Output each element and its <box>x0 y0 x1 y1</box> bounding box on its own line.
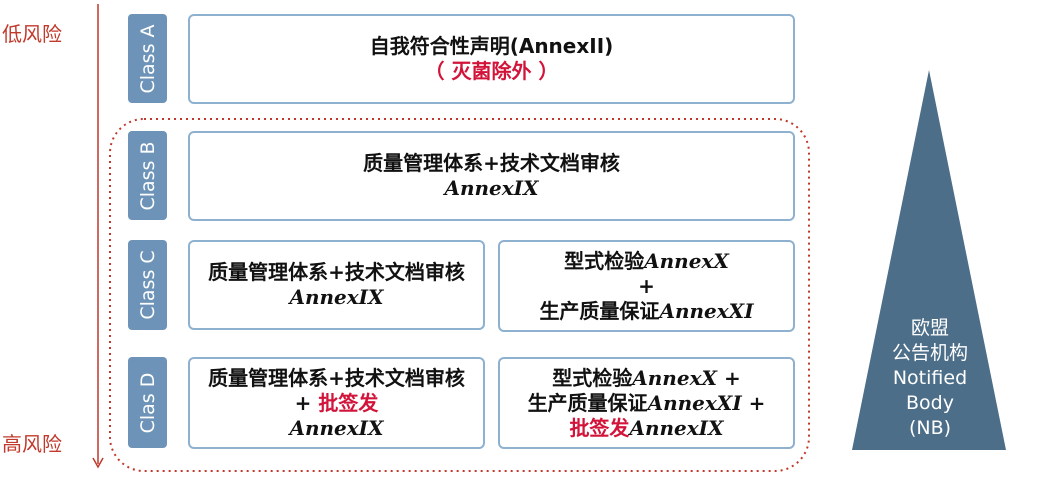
class-b-tab: Class B <box>128 131 167 220</box>
class-c-left-annex: AnnexIX <box>289 285 384 309</box>
nb-line-4: Body <box>906 392 954 414</box>
class-c-right-box: 型式检验AnnexX + 生产质量保证AnnexXI <box>498 240 795 332</box>
notified-body-label: 欧盟 公告机构 Notified Body (NB) <box>860 316 1000 441</box>
class-d-left-line-1: 质量管理体系+技术文档审核 <box>208 365 465 390</box>
class-a-tab: Class A <box>128 14 167 103</box>
class-c-right-plus: + <box>638 273 655 298</box>
class-a-box: 自我符合性声明(AnnexII) （ 灭菌除外 ） <box>188 14 795 104</box>
nb-line-2: 公告机构 <box>891 342 968 364</box>
class-c-right-line-1: 型式检验AnnexX <box>564 248 729 273</box>
class-c-tab: Class C <box>128 240 167 330</box>
class-d-tab: Clas D <box>128 357 167 448</box>
risk-arrow-icon <box>92 4 104 469</box>
class-c-right-line-2: 生产质量保证AnnexXI <box>539 298 754 323</box>
class-d-right-line-1: 型式检验AnnexX + <box>552 365 741 390</box>
class-a-sterile-note: （ 灭菌除外 ） <box>424 59 559 83</box>
nb-line-3: Notified <box>892 367 968 389</box>
class-a-line: 自我符合性声明(AnnexII) <box>369 34 614 58</box>
class-c-left-box: 质量管理体系+技术文档审核 AnnexIX <box>188 240 485 330</box>
class-d-right-line-3: 批签发AnnexIX <box>569 415 724 440</box>
class-c-left-line: 质量管理体系+技术文档审核 <box>208 260 465 284</box>
class-b-line: 质量管理体系+技术文档审核 <box>363 151 620 175</box>
class-b-box: 质量管理体系+技术文档审核 AnnexIX <box>188 131 795 221</box>
high-risk-label: 高风险 <box>2 432 62 456</box>
low-risk-label: 低风险 <box>2 22 62 46</box>
nb-line-1: 欧盟 <box>910 317 949 339</box>
class-d-left-box: 质量管理体系+技术文档审核 + 批签发 AnnexIX <box>188 357 485 449</box>
class-d-right-box: 型式检验AnnexX + 生产质量保证AnnexXI + 批签发AnnexIX <box>498 357 795 449</box>
class-d-right-line-2: 生产质量保证AnnexXI + <box>527 390 766 415</box>
class-d-left-annex: AnnexIX <box>289 415 384 440</box>
class-b-annex: AnnexIX <box>444 176 539 200</box>
nb-line-5: (NB) <box>908 417 952 439</box>
class-d-left-line-2: + 批签发 <box>294 390 379 415</box>
